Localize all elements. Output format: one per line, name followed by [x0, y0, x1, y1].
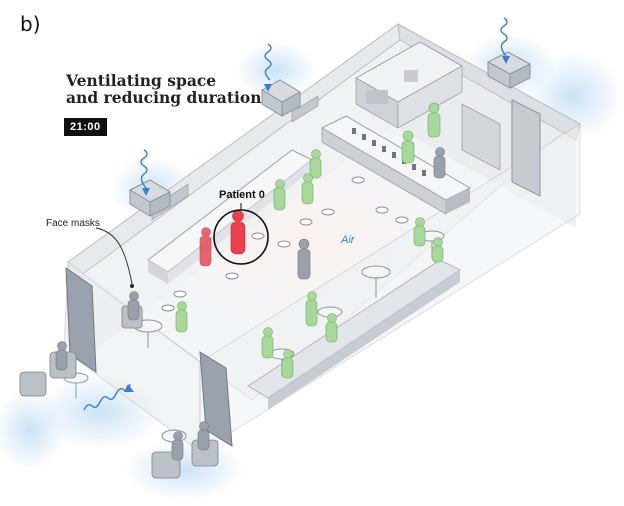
person — [273, 179, 286, 211]
person — [171, 431, 184, 461]
person — [297, 238, 311, 280]
people-neutral — [55, 147, 446, 461]
person — [309, 149, 322, 179]
people-exposed — [175, 102, 444, 379]
airflow-arrow-1 — [264, 43, 272, 81]
panel-label: b) — [20, 12, 41, 36]
person — [175, 301, 188, 333]
kitchen-area — [354, 41, 501, 171]
airflow-arrow-4 — [83, 383, 131, 411]
air-flow-arrows — [83, 17, 510, 411]
person — [433, 147, 446, 179]
airflow-arrow-3 — [140, 149, 148, 189]
person — [305, 291, 318, 327]
person — [401, 130, 415, 164]
person — [261, 327, 274, 359]
title-line-2: and reducing duration — [66, 88, 262, 107]
bar-counter — [320, 115, 472, 215]
bottom-door — [199, 351, 233, 447]
ceiling-air-units — [128, 51, 532, 217]
stools — [161, 176, 409, 312]
person — [197, 421, 210, 451]
air-label: Air — [341, 234, 355, 246]
booth-bench — [247, 259, 461, 410]
person — [413, 217, 426, 247]
person — [427, 102, 441, 138]
right-door — [511, 99, 541, 197]
infected-person-2 — [199, 227, 212, 267]
time-badge: 21:00 — [64, 118, 107, 136]
title-line-1: Ventilating space — [66, 71, 217, 90]
face-masks-leader — [95, 227, 133, 285]
person — [55, 341, 68, 371]
person — [281, 349, 294, 379]
face-masks-label: Face masks — [46, 218, 100, 229]
people-infected — [199, 210, 246, 267]
person — [301, 173, 314, 205]
airflow-arrow-2 — [500, 17, 508, 57]
diagram-title: Ventilating space and reducing duration — [66, 72, 261, 106]
person — [431, 237, 444, 263]
left-door — [65, 267, 97, 373]
patient-zero-label: Patient 0 — [219, 189, 265, 201]
patient-zero-figure — [230, 210, 246, 255]
person — [127, 291, 140, 321]
face-masks-pointer-dot — [130, 284, 134, 288]
person — [325, 313, 338, 343]
